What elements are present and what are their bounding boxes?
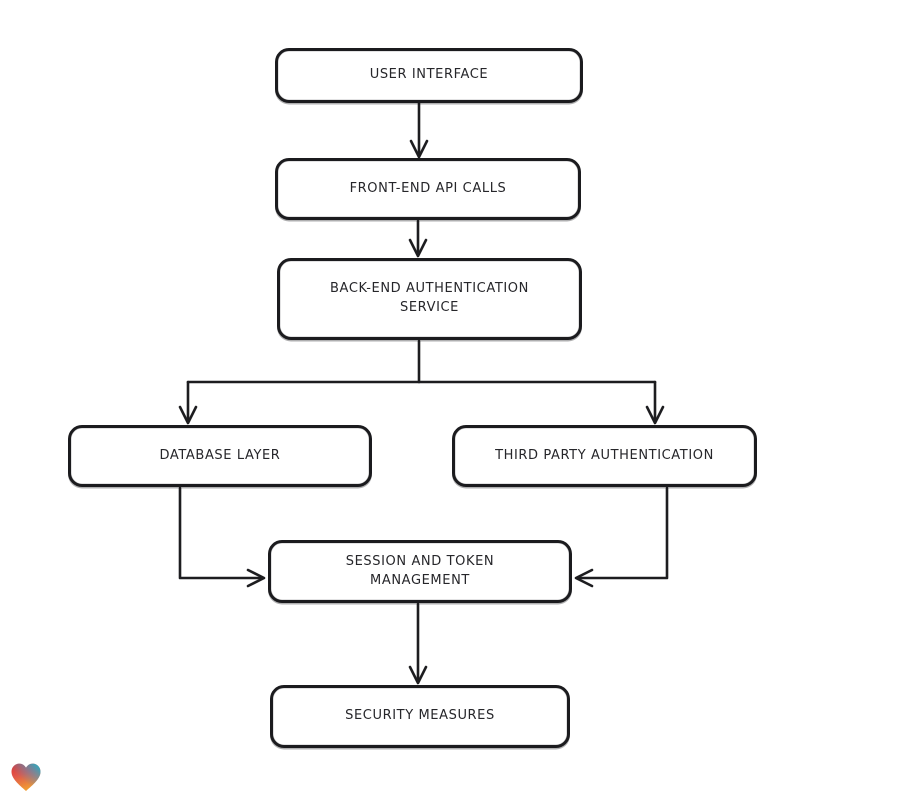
node-label: SECURITY MEASURES [345,708,495,724]
node-security-measures[interactable]: SECURITY MEASURES [270,685,570,748]
edge-user-interface-to-front-end [409,101,429,159]
node-label: SESSION AND TOKEN MANAGEMENT [345,553,495,588]
edge-third-party-to-session [574,486,669,588]
edge-database-to-session [178,486,266,588]
node-back-end-authentication-service[interactable]: BACK-END AUTHENTICATION SERVICE [277,258,582,340]
edge-back-end-branch [178,339,665,425]
node-database-layer[interactable]: DATABASE LAYER [68,425,372,487]
edge-front-end-to-back-end [408,219,428,258]
node-front-end-api-calls[interactable]: FRONT-END API CALLS [275,158,581,220]
node-label: THIRD PARTY AUTHENTICATION [495,447,714,463]
node-user-interface[interactable]: USER INTERFACE [275,48,583,103]
edge-session-to-security [408,602,428,685]
node-label: DATABASE LAYER [159,447,281,463]
node-third-party-authentication[interactable]: THIRD PARTY AUTHENTICATION [452,425,757,487]
node-label: USER INTERFACE [369,67,489,83]
node-session-and-token-management[interactable]: SESSION AND TOKEN MANAGEMENT [268,540,572,603]
node-label: FRONT-END API CALLS [349,180,507,196]
heart-gradient-logo-icon [11,763,41,791]
node-label: BACK-END AUTHENTICATION SERVICE [330,281,529,315]
